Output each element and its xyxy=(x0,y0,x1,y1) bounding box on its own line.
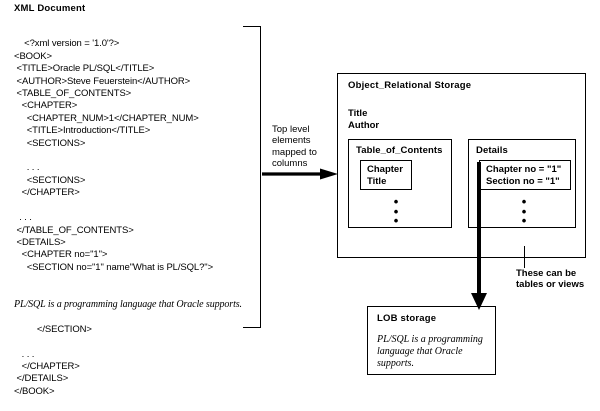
table-of-contents-continuation-dots: ••• xyxy=(393,194,399,228)
mapping-note-label: Top level elements mapped to columns xyxy=(272,124,317,170)
xml-document-title: XML Document xyxy=(14,3,86,14)
xml-grouping-bracket xyxy=(243,26,261,328)
diagram-canvas: XML Document <?xml version = '1.0'?> <BO… xyxy=(14,3,586,397)
lob-storage-title: LOB storage xyxy=(377,313,437,324)
arrow-down-icon xyxy=(471,162,487,310)
object-relational-storage-box xyxy=(337,73,586,258)
object-relational-storage-title: Object_Relational Storage xyxy=(348,80,472,91)
tables-or-views-note: These can be tables or views xyxy=(516,268,585,291)
lob-storage-box xyxy=(367,306,496,375)
table-of-contents-row: Chapter Title xyxy=(360,160,412,190)
details-field-section-no: Section no = "1" xyxy=(486,175,560,187)
xml-code-italic-body: PL/SQL is a programming language that Or… xyxy=(14,298,242,310)
xml-code-head: <?xml version = '1.0'?> <BOOK> <TITLE>Or… xyxy=(14,38,214,273)
details-row: Chapter no = "1" Section no = "1" xyxy=(479,160,571,190)
xml-document-code: <?xml version = '1.0'?> <BOOK> <TITLE>Or… xyxy=(14,26,246,411)
toc-field-title: Title xyxy=(367,175,387,187)
details-title: Details xyxy=(476,145,508,156)
column-title: Title xyxy=(348,108,368,119)
object-relational-storage-columns: Title Author xyxy=(348,108,379,131)
table-of-contents-title: Table_of_Contents xyxy=(356,145,443,156)
details-field-chapter-no: Chapter no = "1" xyxy=(486,164,562,175)
column-author: Author xyxy=(348,119,380,131)
toc-field-chapter: Chapter xyxy=(367,164,403,175)
arrow-right-icon xyxy=(262,168,338,180)
lob-storage-body: PL/SQL is a programming language that Or… xyxy=(377,334,483,370)
details-continuation-dots: ••• xyxy=(521,194,527,228)
xml-code-tail: </SECTION> . . . </CHAPTER> </DETAILS> <… xyxy=(14,323,92,397)
tables-or-views-leader-line xyxy=(524,246,525,268)
table-of-contents-box: Table_of_Contents Chapter Title ••• xyxy=(348,139,452,228)
